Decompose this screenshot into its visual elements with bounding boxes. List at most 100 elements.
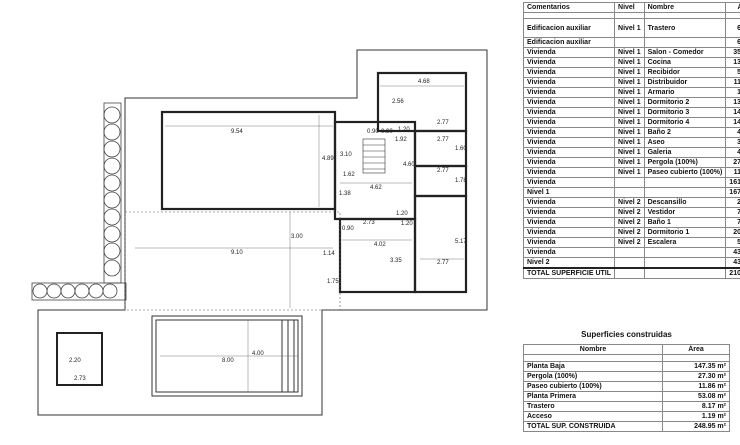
areas-cell-area: 210.45 m²	[725, 267, 740, 279]
areas-cell-nivel: Nivel 1	[614, 157, 645, 168]
areas-cell-nivel: Nivel 1	[614, 167, 645, 178]
areas-cell-area: 7.93 m²	[725, 217, 740, 228]
dim-shed-h: 2.73	[74, 376, 86, 382]
dim-wall-d: 2.77	[437, 168, 449, 174]
constructed-col-nombre: Nombre	[523, 344, 663, 355]
areas-cell-comentarios: Vivienda	[522, 237, 616, 248]
areas-cell-comentarios: Edificacion auxiliar	[522, 18, 616, 38]
areas-cell-area: 20.21 m²	[725, 227, 740, 238]
stair	[362, 138, 386, 174]
areas-cell-nivel	[614, 187, 645, 198]
areas-cell-comentarios: Vivienda	[522, 207, 616, 218]
areas-cell-area: 1.93 m²	[725, 87, 740, 98]
areas-cell-nivel: Nivel 1	[614, 47, 645, 58]
areas-cell-comentarios: Vivienda	[522, 97, 616, 108]
dim-wall-a: 2.77	[437, 120, 449, 126]
areas-cell-area: 43.23 m²	[725, 257, 740, 269]
areas-cell-nombre: Cocina	[643, 57, 727, 68]
areas-cell-comentarios: Vivienda	[522, 47, 616, 58]
constructed-title: Superficies construidas	[581, 330, 672, 339]
areas-cell-area: 2.17 m²	[725, 197, 740, 208]
areas-cell-area: 4.43 m²	[725, 127, 740, 138]
areas-cell-nombre: Dormitorio 1	[643, 227, 727, 238]
areas-cell-nivel	[614, 37, 645, 48]
areas-cell-area: 43.23 m²	[725, 247, 740, 258]
areas-cell-nombre: Pergola (100%)	[643, 157, 727, 168]
constructed-col-area: Área	[662, 344, 730, 355]
areas-cell-nombre: Aseo	[643, 137, 727, 148]
areas-cell-nombre: Escalera	[643, 237, 727, 248]
areas-cell-area: 11.17 m²	[725, 167, 740, 178]
areas-cell-area: 14.32 m²	[725, 107, 740, 118]
dim-top-room-width: 4.68	[418, 79, 430, 85]
areas-cell-nombre: Paseo cubierto (100%)	[643, 167, 727, 178]
dim-wall-f: 1.78	[455, 178, 467, 184]
areas-cell-nivel: Nivel 1	[614, 87, 645, 98]
areas-cell-nombre: Dormitorio 3	[643, 107, 727, 118]
areas-cell-nombre: Dormitorio 4	[643, 117, 727, 128]
areas-cell-comentarios: Vivienda	[522, 157, 616, 168]
areas-col-area: Área	[725, 2, 740, 13]
areas-cell-nivel: Nivel 2	[614, 227, 645, 238]
tree-row	[31, 282, 127, 301]
dim-hall-d: 3.10	[340, 152, 352, 158]
areas-cell-comentarios: Vivienda	[522, 137, 616, 148]
areas-cell-nombre: Armario	[643, 87, 727, 98]
areas-cell-area: 5.15 m²	[725, 237, 740, 248]
areas-row: Edificacion auxiliar6.01 m²	[522, 37, 740, 48]
areas-cell-area: 14.10 m²	[725, 117, 740, 128]
areas-cell-comentarios: Vivienda	[522, 77, 616, 88]
areas-col-comentarios: Comentarios	[522, 2, 616, 13]
dimension-labels: 9.54 4.89 9.10 3.00 1.14 1.75 8.00 4.00 …	[69, 79, 467, 382]
constructed-cell-nombre: TOTAL SUP. CONSTRUIDA	[523, 421, 663, 432]
areas-cell-nombre: Baño 1	[643, 217, 727, 228]
floor-plan: 9.54 4.89 9.10 3.00 1.14 1.75 8.00 4.00 …	[31, 49, 488, 416]
areas-cell-area: 13.45 m²	[725, 97, 740, 108]
dim-bath-b: 1.20	[396, 211, 408, 217]
areas-cell-area: 3.27 m²	[725, 137, 740, 148]
dim-stair-a: 0.90	[367, 129, 379, 135]
constructed-cell-nombre: Pergola (100%)	[523, 371, 663, 382]
constructed-cell-area: 53.08 m²	[662, 391, 730, 402]
areas-cell-nombre: Distribuidor	[643, 77, 727, 88]
areas-cell-area: 11.93 m²	[725, 77, 740, 88]
areas-cell-nombre	[643, 37, 727, 48]
areas-cell-comentarios: Vivienda	[522, 177, 616, 188]
dim-pergola-side: 1.14	[323, 251, 335, 257]
areas-cell-nivel: Nivel 2	[614, 237, 645, 248]
dim-room-a: 4.02	[374, 242, 386, 248]
dim-main-height: 4.89	[322, 156, 334, 162]
areas-cell-nivel: Nivel 1	[614, 137, 645, 148]
dim-wall-g: 5.17	[455, 239, 467, 245]
areas-cell-nombre	[643, 267, 727, 279]
constructed-cell-area: 248.95 m²	[662, 421, 730, 432]
areas-cell-comentarios: Vivienda	[522, 147, 616, 158]
constructed-cell-area: 8.17 m²	[662, 401, 730, 412]
dim-hall-e: 1.38	[339, 191, 351, 197]
dim-hall-b: 4.62	[370, 185, 382, 191]
areas-cell-nombre: Recibidor	[643, 67, 727, 78]
areas-cell-nombre: Vestidor	[643, 207, 727, 218]
areas-cell-comentarios: Vivienda	[522, 197, 616, 208]
constructed-cell-area: 1.19 m²	[662, 411, 730, 422]
dim-room-b: 3.35	[390, 258, 402, 264]
plot-outline	[37, 49, 488, 416]
dim-pergola-width: 9.10	[231, 250, 243, 256]
dimension-lines	[135, 85, 464, 392]
areas-cell-comentarios: Nivel 2	[522, 257, 616, 269]
shed	[56, 332, 103, 386]
